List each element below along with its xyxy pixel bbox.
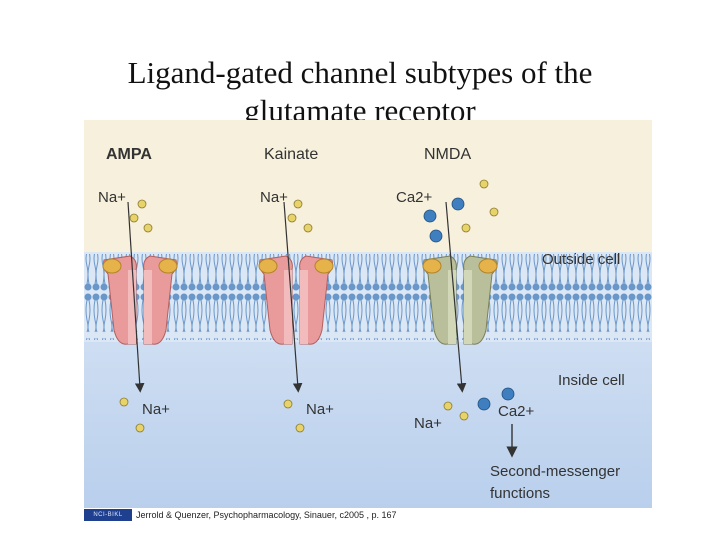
sodium-ion-icon <box>295 423 305 433</box>
ligand-icon <box>102 258 122 274</box>
kainate-ion-inside-label: Na+ <box>306 401 334 418</box>
calcium-ion-icon <box>423 209 437 223</box>
receptor-diagram: AMPA Kainate NMDA Outside cell Inside ce… <box>84 120 652 508</box>
sodium-ion-icon <box>479 179 489 189</box>
ligand-icon <box>258 258 278 274</box>
sodium-ion-icon <box>293 199 303 209</box>
ampa-ion-outside-label: Na+ <box>98 189 126 206</box>
sodium-ion-icon <box>443 401 453 411</box>
ligand-icon <box>314 258 334 274</box>
ion-flow-arrow <box>127 201 145 393</box>
outside-cell-region <box>84 120 652 270</box>
ampa-ion-inside-label: Na+ <box>142 401 170 418</box>
ampa-channel <box>102 201 178 393</box>
nmda-sodium-inside-label: Na+ <box>414 415 442 432</box>
ampa-label: AMPA <box>106 146 152 163</box>
ligand-icon <box>478 258 498 274</box>
kainate-channel <box>258 201 334 393</box>
lipid-bilayer <box>84 254 652 340</box>
nmda-calcium-inside-label: Ca2+ <box>498 403 535 420</box>
ion-flow-arrow <box>445 201 467 393</box>
sodium-ion-icon <box>143 223 153 233</box>
sodium-ion-icon <box>287 213 297 223</box>
sodium-ion-icon <box>303 223 313 233</box>
publisher-logo: NCI-BIKL <box>84 509 132 521</box>
outside-cell-label: Outside cell <box>542 251 620 268</box>
second-messenger-line-2: functions <box>490 485 550 502</box>
slide-title: Ligand-gated channel subtypes of the glu… <box>60 54 660 130</box>
nmda-label: NMDA <box>424 146 471 163</box>
calcium-ion-icon <box>477 397 491 411</box>
ion-flow-arrow <box>283 201 303 393</box>
ligand-icon <box>422 258 442 274</box>
nmda-channel <box>422 201 498 393</box>
sodium-ion-icon <box>459 411 469 421</box>
sodium-ion-icon <box>489 207 499 217</box>
calcium-ion-icon <box>451 197 465 211</box>
sodium-ion-icon <box>137 199 147 209</box>
sodium-ion-icon <box>129 213 139 223</box>
kainate-ion-outside-label: Na+ <box>260 189 288 206</box>
calcium-ion-icon <box>501 387 515 401</box>
slide-title-line-1: Ligand-gated channel subtypes of the <box>127 55 593 90</box>
calcium-ion-icon <box>429 229 443 243</box>
credit-text: Jerrold & Quenzer, Psychopharmacology, S… <box>136 510 397 520</box>
nmda-ion-outside-label: Ca2+ <box>396 189 433 206</box>
sodium-ion-icon <box>461 223 471 233</box>
inside-cell-label: Inside cell <box>558 372 625 389</box>
second-messenger-line-1: Second-messenger <box>490 463 620 480</box>
ligand-icon <box>158 258 178 274</box>
figure-credit: NCI-BIKL Jerrold & Quenzer, Psychopharma… <box>84 508 652 522</box>
sodium-ion-icon <box>135 423 145 433</box>
sodium-ion-icon <box>283 399 293 409</box>
glutamate-receptor-figure: AMPA Kainate NMDA Outside cell Inside ce… <box>84 120 652 508</box>
kainate-label: Kainate <box>264 146 318 163</box>
sodium-ion-icon <box>119 397 129 407</box>
